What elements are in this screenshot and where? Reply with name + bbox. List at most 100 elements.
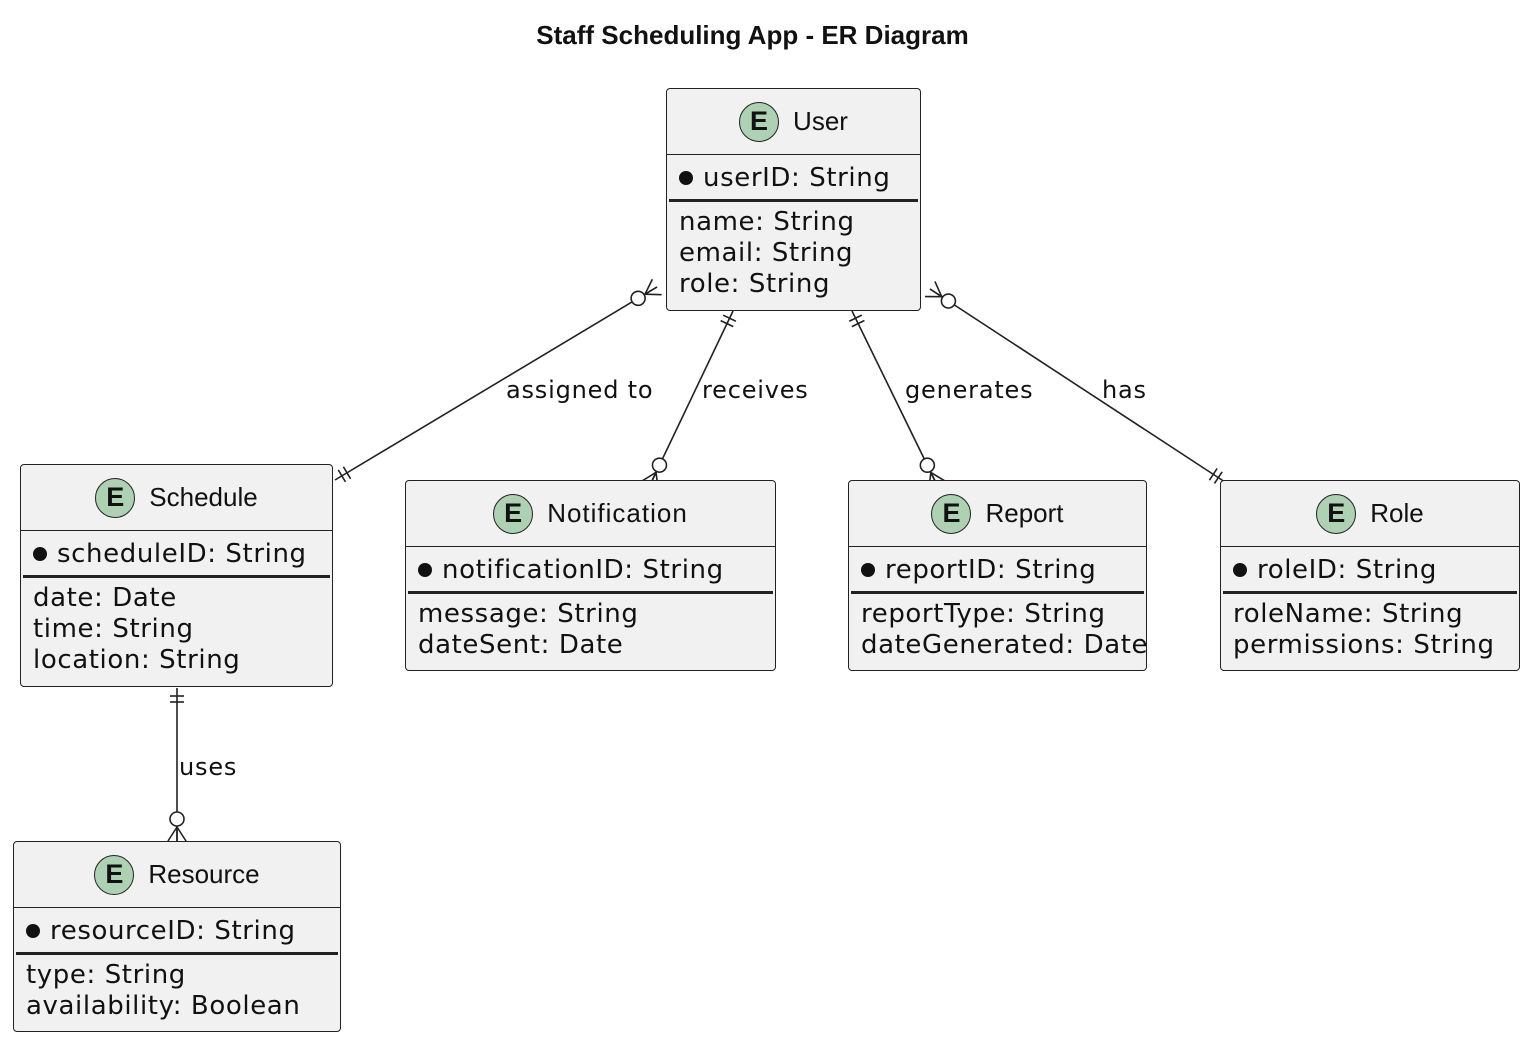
entity-header: E Role — [1221, 481, 1519, 547]
cardinality-zero-circle — [919, 457, 936, 474]
primary-key-label: notificationID: String — [442, 555, 724, 585]
cardinality-one-tick — [337, 469, 347, 483]
attribute-list: message: String dateSent: Date — [418, 599, 638, 661]
attribute: email: String — [679, 238, 854, 268]
primary-key-icon — [861, 563, 875, 577]
crows-foot-prong — [641, 471, 657, 482]
relationship-label-has: has — [1102, 376, 1147, 404]
cardinality-zero-circle — [651, 457, 668, 473]
cardinality-one-tick — [342, 466, 352, 480]
key-separator — [408, 591, 773, 594]
attribute: permissions: String — [1233, 630, 1495, 660]
primary-key-icon — [26, 924, 40, 938]
key-separator — [851, 591, 1144, 594]
crows-foot-prong — [167, 826, 178, 842]
attribute: reportType: String — [861, 599, 1106, 629]
attribute: message: String — [418, 599, 639, 629]
relationship-label-receives: receives — [702, 376, 809, 404]
primary-key: userID: String — [679, 157, 890, 199]
primary-key-icon — [679, 171, 693, 185]
entity-header: E User — [667, 89, 920, 155]
attribute: name: String — [679, 207, 855, 237]
crows-foot-prong — [176, 826, 187, 842]
entity-header: E Resource — [14, 842, 340, 908]
cardinality-one-tick — [851, 319, 865, 328]
entity-resource[interactable]: E Resource resourceID: String type: Stri… — [13, 841, 341, 1032]
key-separator — [1223, 591, 1517, 594]
cardinality-one-tick — [1208, 468, 1218, 481]
entity-header: E Notification — [406, 481, 775, 547]
entity-badge-icon: E — [1316, 493, 1357, 534]
primary-key-label: resourceID: String — [50, 916, 296, 946]
entity-name: Report — [985, 498, 1064, 528]
attribute: role: String — [679, 269, 831, 299]
attribute: availability: Boolean — [26, 991, 301, 1021]
entity-schedule[interactable]: E Schedule scheduleID: String date: Date… — [20, 464, 333, 687]
attribute: date: Date — [33, 583, 177, 613]
relationship-line-assigned-to — [334, 286, 658, 481]
attribute-list: name: String email: String role: String — [679, 207, 855, 300]
entity-user[interactable]: E User userID: String name: String email… — [666, 88, 921, 311]
attribute-list: type: String availability: Boolean — [26, 960, 300, 1022]
entity-name: Notification — [547, 498, 688, 528]
relationship-label-assigned-to: assigned to — [506, 376, 654, 404]
attribute-list: roleName: String permissions: String — [1233, 599, 1495, 661]
crows-foot-prong — [929, 288, 943, 298]
attribute: dateGenerated: Date — [861, 630, 1149, 660]
crows-foot-prong — [644, 286, 658, 295]
primary-key-icon — [1233, 563, 1247, 577]
key-separator — [669, 199, 918, 202]
primary-key: roleID: String — [1233, 549, 1437, 591]
crows-foot-prong — [934, 281, 943, 297]
entity-notification[interactable]: E Notification notificationID: String me… — [405, 480, 776, 671]
relationship-line-receives — [649, 310, 734, 486]
attribute: type: String — [26, 960, 186, 990]
primary-key: scheduleID: String — [33, 533, 307, 575]
entity-badge-icon: E — [94, 854, 135, 895]
cardinality-zero-circle — [940, 293, 957, 309]
primary-key-icon — [33, 547, 47, 561]
primary-key-icon — [418, 563, 432, 577]
primary-key-label: roleID: String — [1257, 555, 1437, 585]
entity-name: Role — [1370, 498, 1424, 528]
primary-key: reportID: String — [861, 549, 1096, 591]
cardinality-zero-circle — [169, 811, 185, 827]
entity-name: User — [793, 106, 848, 136]
attribute-list: date: Date time: String location: String — [33, 583, 240, 676]
key-separator — [23, 575, 330, 578]
primary-key-label: reportID: String — [885, 555, 1097, 585]
crows-foot-prong — [930, 471, 946, 482]
cardinality-zero-circle — [630, 290, 646, 307]
entity-header: E Schedule — [21, 465, 332, 531]
key-separator — [16, 952, 338, 955]
diagram-title: Staff Scheduling App - ER Diagram — [536, 20, 969, 50]
relationship-line-generates — [851, 310, 938, 486]
crows-foot-prong — [644, 278, 654, 295]
cardinality-one-tick — [848, 314, 863, 322]
entity-badge-icon: E — [493, 493, 534, 534]
attribute: roleName: String — [1233, 599, 1464, 629]
cardinality-one-tick — [722, 314, 737, 322]
relationship-line-has — [929, 288, 1226, 483]
primary-key: notificationID: String — [418, 549, 724, 591]
cardinality-one-tick — [720, 319, 734, 328]
relationship-label-generates: generates — [905, 376, 1034, 404]
cardinality-one-tick — [1213, 471, 1223, 484]
primary-key: resourceID: String — [26, 910, 296, 952]
entity-report[interactable]: E Report reportID: String reportType: St… — [848, 480, 1148, 671]
attribute: location: String — [33, 645, 241, 675]
attribute-list: reportType: String dateGenerated: Date — [861, 599, 1148, 661]
primary-key-label: userID: String — [703, 163, 891, 193]
entity-header: E Report — [849, 481, 1146, 547]
entity-badge-icon: E — [931, 493, 972, 534]
entity-role[interactable]: E Role roleID: String roleName: String p… — [1220, 480, 1520, 671]
entity-name: Schedule — [149, 482, 258, 512]
entity-badge-icon: E — [95, 477, 136, 518]
attribute: time: String — [33, 614, 194, 644]
entity-badge-icon: E — [739, 101, 780, 142]
relationship-label-uses: uses — [179, 753, 238, 781]
attribute: dateSent: Date — [418, 630, 624, 660]
crows-foot-prong — [644, 293, 662, 296]
primary-key-label: scheduleID: String — [57, 539, 307, 569]
entity-name: Resource — [148, 859, 260, 889]
